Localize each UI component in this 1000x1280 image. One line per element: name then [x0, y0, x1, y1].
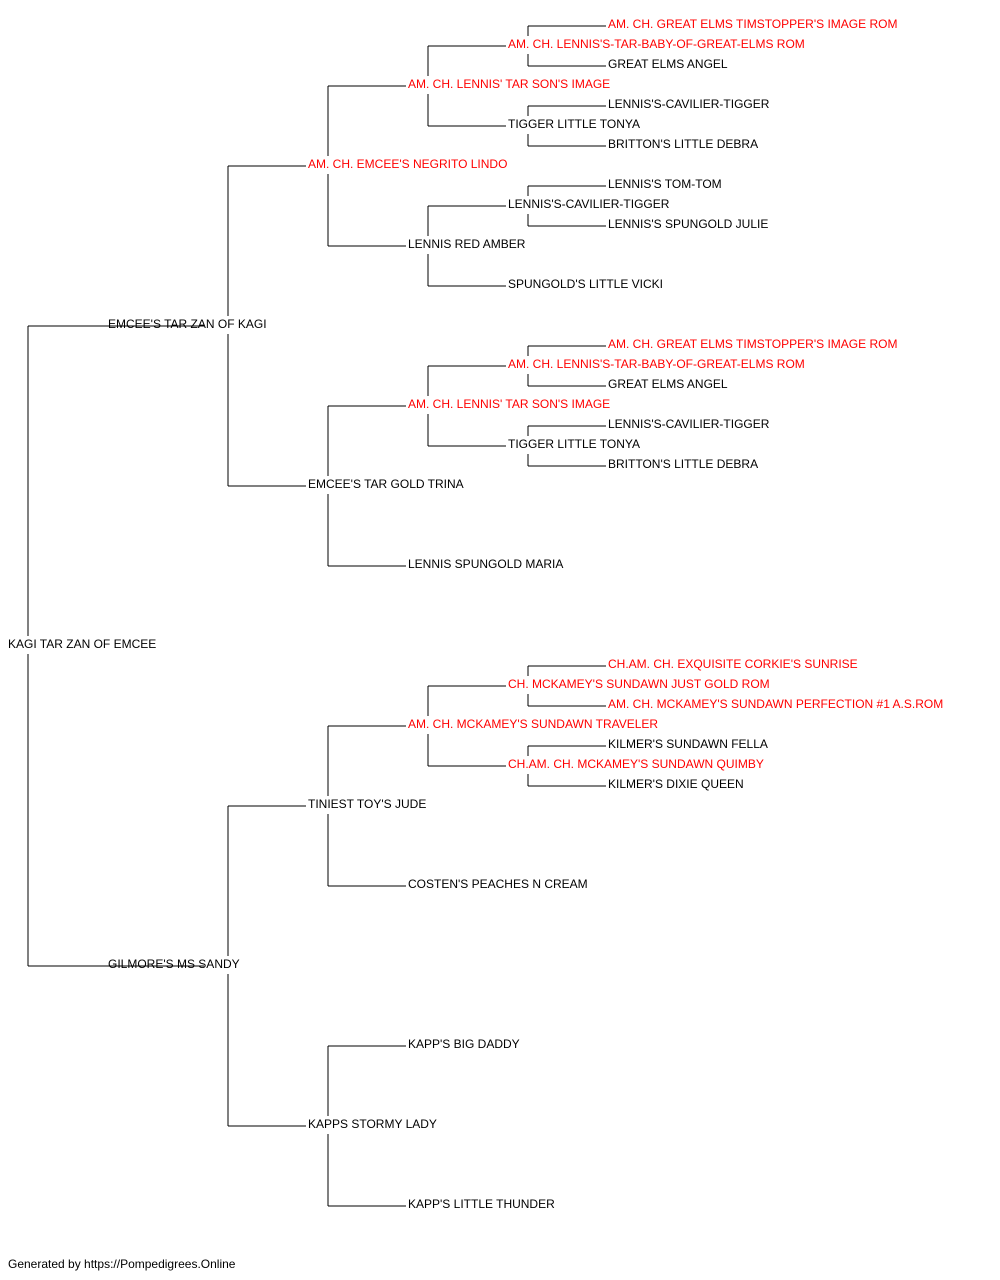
ancestor-name: GREAT ELMS ANGEL [608, 57, 728, 71]
ancestor-name: BRITTON'S LITTLE DEBRA [608, 457, 758, 471]
ancestor-name: AM. CH. GREAT ELMS TIMSTOPPER'S IMAGE RO… [608, 17, 897, 31]
ancestor-name: LENNIS'S-CAVILIER-TIGGER [608, 97, 770, 111]
ancestor-name: KAPPS STORMY LADY [308, 1117, 437, 1131]
ancestor-name: LENNIS'S-CAVILIER-TIGGER [608, 417, 770, 431]
ancestor-name: COSTEN'S PEACHES N CREAM [408, 877, 588, 891]
ancestor-name: AM. CH. LENNIS' TAR SON'S IMAGE [408, 397, 610, 411]
ancestor-name: AM. CH. EMCEE'S NEGRITO LINDO [308, 157, 507, 171]
ancestor-name: AM. CH. LENNIS'S-TAR-BABY-OF-GREAT-ELMS … [508, 357, 805, 371]
ancestor-name: EMCEE'S TAR GOLD TRINA [308, 477, 464, 491]
ancestor-name: TINIEST TOY'S JUDE [308, 797, 426, 811]
ancestor-name: LENNIS'S TOM-TOM [608, 177, 722, 191]
ancestor-name: KILMER'S SUNDAWN FELLA [608, 737, 768, 751]
subject-name: KAGI TAR ZAN OF EMCEE [8, 637, 156, 651]
ancestor-name: KILMER'S DIXIE QUEEN [608, 777, 744, 791]
ancestor-name: KAPP'S LITTLE THUNDER [408, 1197, 555, 1211]
ancestor-name: AM. CH. LENNIS' TAR SON'S IMAGE [408, 77, 610, 91]
ancestor-name: CH. MCKAMEY'S SUNDAWN JUST GOLD ROM [508, 677, 770, 691]
ancestor-name: KAPP'S BIG DADDY [408, 1037, 520, 1051]
ancestor-name: EMCEE'S TAR ZAN OF KAGI [108, 317, 267, 331]
ancestor-name: CH.AM. CH. MCKAMEY'S SUNDAWN QUIMBY [508, 757, 764, 771]
ancestor-name: CH.AM. CH. EXQUISITE CORKIE'S SUNRISE [608, 657, 858, 671]
ancestor-name: GILMORE'S MS SANDY [108, 957, 240, 971]
ancestor-name: BRITTON'S LITTLE DEBRA [608, 137, 758, 151]
ancestor-name: TIGGER LITTLE TONYA [508, 437, 640, 451]
ancestor-name: AM. CH. MCKAMEY'S SUNDAWN TRAVELER [408, 717, 658, 731]
ancestor-name: LENNIS'S SPUNGOLD JULIE [608, 217, 768, 231]
ancestor-name: AM. CH. GREAT ELMS TIMSTOPPER'S IMAGE RO… [608, 337, 897, 351]
ancestor-name: AM. CH. MCKAMEY'S SUNDAWN PERFECTION #1 … [608, 697, 943, 711]
ancestor-name: GREAT ELMS ANGEL [608, 377, 728, 391]
ancestor-name: LENNIS RED AMBER [408, 237, 526, 251]
footer-credit: Generated by https://Pompedigrees.Online [8, 1257, 236, 1271]
ancestor-name: AM. CH. LENNIS'S-TAR-BABY-OF-GREAT-ELMS … [508, 37, 805, 51]
ancestor-name: SPUNGOLD'S LITTLE VICKI [508, 277, 663, 291]
ancestor-name: LENNIS'S-CAVILIER-TIGGER [508, 197, 670, 211]
ancestor-name: LENNIS SPUNGOLD MARIA [408, 557, 563, 571]
ancestor-name: TIGGER LITTLE TONYA [508, 117, 640, 131]
